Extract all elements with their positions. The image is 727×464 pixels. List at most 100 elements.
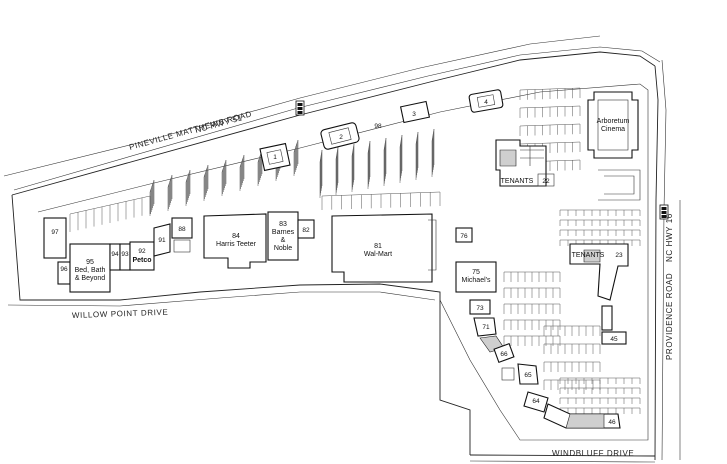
tenants-23-building[interactable]: TENANTS 23 [569, 243, 629, 301]
parking-row-north [167, 174, 173, 211]
store-number-76: 76 [460, 233, 468, 240]
store-93[interactable]: 93 [119, 243, 131, 271]
store-number-46: 46 [608, 419, 616, 426]
parking-row-walmart [321, 191, 441, 210]
parking-row-center [399, 134, 403, 183]
parking-row-southeast [503, 303, 561, 314]
parking-row-center [319, 149, 323, 198]
store-91[interactable]: 91 [153, 223, 171, 257]
store-84-label: Harris Teeter [216, 241, 257, 248]
store-84-harris-teeter[interactable]: 84 Harris Teeter [203, 213, 267, 269]
parking-row-north [149, 179, 155, 216]
store-number-73: 73 [476, 305, 484, 312]
store-number-45: 45 [610, 336, 618, 343]
parking-row-center [335, 146, 339, 195]
tenants-label-east: TENANTS [572, 252, 605, 259]
store-number-94: 94 [111, 251, 119, 258]
parking-row-northeast [519, 105, 581, 118]
parking-row-east [559, 219, 641, 226]
store-92-label: Petco [132, 257, 151, 264]
parking-row-southeast-edge [559, 407, 641, 414]
store-73[interactable]: 73 [469, 299, 491, 315]
parking-row-south [543, 379, 601, 390]
outparcel-1[interactable]: 1 [259, 142, 291, 172]
arboretum-cinema[interactable]: Arboretum Cinema [587, 91, 641, 201]
store-number-88: 88 [178, 226, 186, 233]
parking-row-center [383, 137, 387, 186]
store-46-strip[interactable]: 46 [543, 403, 621, 429]
tenants-label-north: TENANTS [501, 178, 534, 185]
road-label-nc-hwy-16: NC HWY 16 [665, 213, 674, 262]
store-96[interactable]: 96 [57, 261, 71, 285]
outparcel-3[interactable]: 3 [399, 100, 431, 124]
store-95-label-line2: & Beyond [75, 275, 105, 282]
store-83-barnes-noble[interactable]: 83 Barnes & Noble [267, 211, 299, 261]
store-76[interactable]: 76 [455, 227, 473, 243]
store-71[interactable]: 71 [473, 317, 497, 337]
store-number-64: 64 [532, 398, 540, 405]
tenants-22-building[interactable]: TENANTS 22 [495, 139, 555, 187]
store-65[interactable]: 65 [501, 363, 539, 385]
road-label-nc-hwy-51: NC HWY 51 [194, 113, 243, 135]
parking-lots [69, 87, 641, 414]
parking-row-north [239, 154, 245, 191]
store-number-96: 96 [60, 266, 68, 273]
parking-row-southeast [503, 319, 561, 330]
store-64[interactable]: 64 [523, 391, 549, 413]
parking-row-north [203, 164, 209, 201]
store-81-wal-mart[interactable]: 81 Wal-Mart [331, 213, 437, 283]
store-number-65: 65 [524, 372, 532, 379]
parking-row-east [559, 229, 641, 236]
store-83-label-line1: Barnes [272, 229, 295, 236]
parking-row-center [431, 128, 435, 177]
store-number-3: 3 [412, 111, 416, 118]
store-number-92: 92 [138, 248, 146, 255]
store-75-michaels[interactable]: 75 Michael's [455, 261, 497, 293]
store-number-81: 81 [374, 243, 382, 250]
outparcel-4[interactable]: 4 [468, 89, 504, 113]
road-label-windbluff: WINDBLUFF DRIVE [552, 449, 634, 458]
road-label-providence: PROVIDENCE ROAD [665, 273, 674, 360]
store-number-93: 93 [121, 251, 129, 258]
store-number-84: 84 [232, 233, 240, 240]
cinema-label-line2: Cinema [601, 126, 625, 133]
parking-row-southeast [503, 335, 561, 346]
store-95-label-line1: Bed, Bath [75, 267, 106, 274]
store-number-22: 22 [542, 178, 550, 185]
parking-row-northeast [519, 123, 581, 136]
parking-row-center [367, 140, 371, 189]
store-94[interactable]: 94 [109, 243, 121, 271]
signal-marker-north [295, 100, 305, 116]
parking-row-northeast [519, 87, 581, 100]
store-number-95: 95 [86, 259, 94, 266]
store-number-75: 75 [472, 269, 480, 276]
parking-row-south [543, 325, 601, 336]
parking-row-center [351, 143, 355, 192]
parking-row-southeast-edge [559, 377, 641, 384]
road-label-willow-point: WILLOW POINT DRIVE [72, 308, 169, 320]
parking-row-north [293, 139, 299, 176]
outparcel-98[interactable]: 98 [374, 123, 382, 130]
store-88[interactable]: 88 [171, 217, 193, 253]
store-number-23: 23 [615, 252, 623, 259]
parking-row-south [543, 361, 601, 372]
parking-row-north [221, 159, 227, 196]
store-number-2: 2 [339, 134, 343, 141]
store-45[interactable]: 45 [601, 305, 627, 345]
parking-row-southeast [503, 287, 561, 298]
store-95-bed-bath-beyond[interactable]: 95 Bed, Bath & Beyond [69, 243, 111, 293]
store-92-petco[interactable]: 92 Petco [129, 241, 155, 271]
store-66[interactable]: 66 [479, 335, 515, 364]
parking-row-north [257, 149, 263, 186]
store-97[interactable]: 97 [43, 217, 67, 259]
outparcel-2[interactable]: 2 [320, 122, 360, 150]
store-number-1: 1 [273, 154, 277, 161]
store-75-label: Michael's [462, 277, 491, 284]
store-number-91: 91 [158, 237, 166, 244]
store-number-66: 66 [500, 351, 508, 358]
store-82[interactable]: 82 [297, 219, 315, 239]
store-83-label-line2: & [281, 237, 286, 244]
parking-row-southeast-edge [559, 397, 641, 404]
parking-row-center [415, 131, 419, 180]
